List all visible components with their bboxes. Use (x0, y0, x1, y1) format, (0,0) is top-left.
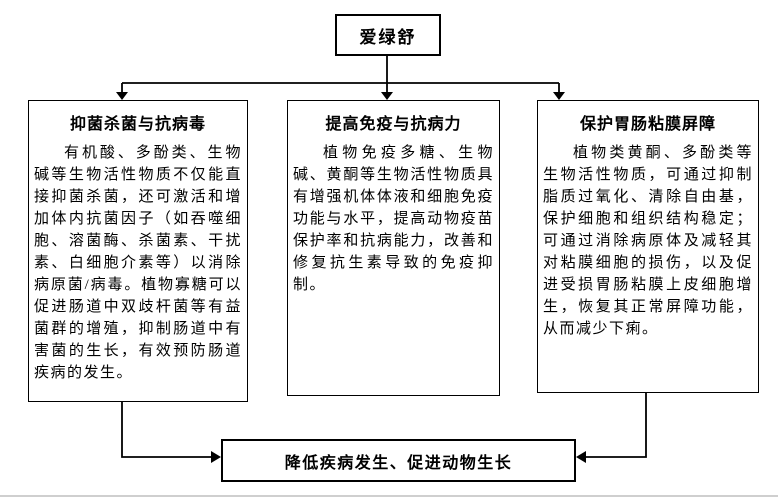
branch-immunity-disease-resistance: 提高免疫与抗病力 植物免疫多糖、生物碱、黄酮等生物活性物质具有增强机体体液和细胞… (287, 100, 500, 396)
arrowhead-down-branch3 (553, 92, 565, 100)
arrowhead-left-outcome (576, 451, 586, 463)
page-bottom-rule (0, 495, 778, 497)
branch-title: 保护胃肠粘膜屏障 (579, 116, 716, 133)
branch-title: 抑菌杀菌与抗病毒 (69, 116, 206, 133)
arrowhead-right-outcome (211, 451, 221, 463)
branch-body: 植物类黄酮、多酚类等生物活性物质，可通过抑制脂质过氧化、清除自由基，保护细胞和组… (543, 145, 753, 337)
branch-body: 有机酸、多酚类、生物碱等生物活性物质不仅能直接抑菌杀菌，还可激活和增加体内抗菌因… (34, 145, 242, 381)
branch-gastric-mucosa-protection: 保护胃肠粘膜屏障 植物类黄酮、多酚类等生物活性物质，可通过抑制脂质过氧化、清除自… (537, 100, 759, 393)
outcome-node: 降低疾病发生、促进动物生长 (221, 439, 576, 482)
branch-body: 植物免疫多糖、生物碱、黄酮等生物活性物质具有增强机体体液和细胞免疫功能与水平，提… (293, 145, 494, 293)
branch-title: 提高免疫与抗病力 (325, 116, 462, 133)
connector-branch1-to-outcome (121, 402, 211, 458)
root-label: 爱绿舒 (359, 27, 417, 47)
outcome-label: 降低疾病发生、促进动物生长 (284, 454, 513, 472)
root-node: 爱绿舒 (335, 14, 441, 56)
arrowhead-down-branch2 (381, 92, 393, 100)
connector-branch3-to-outcome (586, 393, 647, 458)
arrowhead-down-branch1 (116, 92, 128, 100)
branch-antibacterial-antiviral: 抑菌杀菌与抗病毒 有机酸、多酚类、生物碱等生物活性物质不仅能直接抑菌杀菌，还可激… (28, 100, 248, 402)
